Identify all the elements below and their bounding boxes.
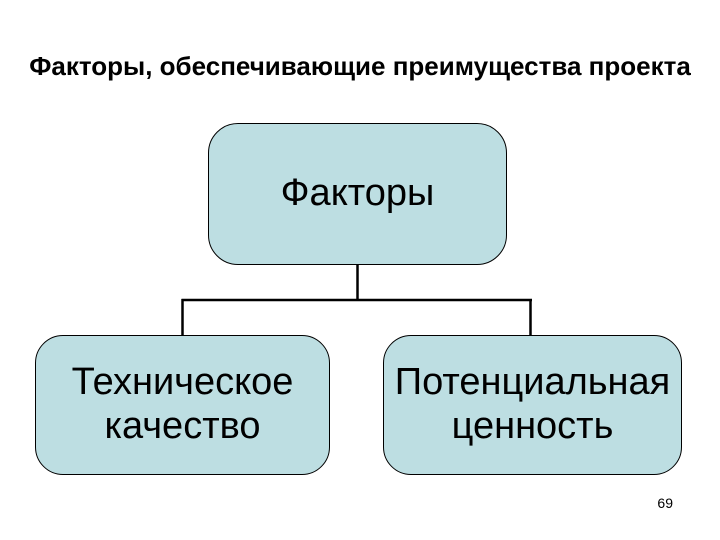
diagram-box-factors-label: Факторы — [280, 172, 435, 215]
page-number: 69 — [657, 495, 673, 511]
diagram-box-technical-quality-label: Техническое качество — [71, 361, 294, 447]
diagram-box-potential-value-label: Потенциальная ценность — [394, 361, 671, 447]
diagram-box-technical-quality: Техническое качество — [35, 335, 330, 475]
slide-title: Факторы, обеспечивающие преимущества про… — [29, 51, 691, 81]
diagram-box-potential-value: Потенциальная ценность — [383, 335, 682, 475]
diagram-box-factors: Факторы — [208, 123, 507, 265]
